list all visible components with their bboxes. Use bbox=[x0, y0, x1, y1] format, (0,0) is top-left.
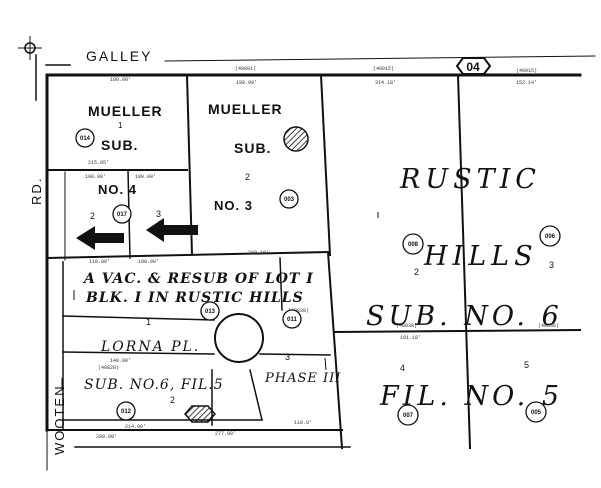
lot-number: 5 bbox=[524, 360, 529, 370]
street-wooten: WOOTEN bbox=[52, 385, 67, 456]
svg-text:(40830): (40830) bbox=[288, 308, 309, 314]
dimension-labels: 100.00' (40891) 198.99' (40915) 314.18' … bbox=[85, 66, 559, 440]
parcel-marker[interactable]: 003 bbox=[279, 189, 299, 209]
svg-text:007: 007 bbox=[403, 413, 414, 419]
left-arrow-icon bbox=[146, 218, 198, 242]
left-arrow-icon bbox=[76, 226, 124, 250]
svg-text:012: 012 bbox=[121, 409, 132, 415]
parcel-marker[interactable]: 012 bbox=[116, 401, 136, 421]
lot-number: 4 bbox=[400, 363, 405, 373]
sub6-fil5-label: SUB. NO.6, FIL.5 bbox=[84, 377, 224, 393]
svg-text:215.05': 215.05' bbox=[88, 160, 109, 166]
lot-number: 2 bbox=[170, 395, 175, 405]
parcel-marker[interactable]: 007 bbox=[397, 404, 419, 426]
parcel-markers: 014 017 003 013 011 012 006 007 bbox=[75, 128, 561, 426]
mueller-sub1-sub: SUB. bbox=[101, 137, 138, 153]
mueller-sub1-number: 1 bbox=[118, 121, 123, 130]
svg-text:100.00': 100.00' bbox=[135, 174, 156, 180]
svg-text:(40838): (40838) bbox=[396, 323, 417, 329]
svg-text:100.00': 100.00' bbox=[85, 174, 106, 180]
vac-resub-line2: BLK. I IN RUSTIC HILLS bbox=[85, 290, 304, 306]
lot-number: 3 bbox=[285, 352, 290, 362]
svg-text:008: 008 bbox=[408, 242, 419, 248]
mueller-sub1-name: MUELLER bbox=[88, 103, 163, 119]
street-rd: RD. bbox=[29, 177, 44, 205]
svg-text:100.00': 100.00' bbox=[138, 259, 159, 265]
parcel-marker[interactable]: 013 bbox=[200, 301, 220, 321]
lot-lines bbox=[35, 54, 596, 471]
svg-text:181.18': 181.18' bbox=[400, 335, 421, 341]
vac-resub-line1: A VAC. & RESUB OF LOT I bbox=[82, 271, 314, 287]
svg-text:013: 013 bbox=[205, 309, 216, 315]
phase3-label: PHASE III bbox=[264, 371, 341, 386]
svg-text:200.00': 200.00' bbox=[96, 434, 117, 440]
parcel-marker[interactable]: 005 bbox=[525, 401, 547, 423]
street-lorna-pl: LORNA PL. bbox=[100, 339, 200, 355]
svg-text:(40915): (40915) bbox=[373, 66, 394, 72]
svg-text:003: 003 bbox=[284, 197, 295, 203]
svg-text:04: 04 bbox=[466, 60, 480, 74]
svg-text:152.14': 152.14' bbox=[516, 80, 537, 86]
mueller-sub2-name: MUELLER bbox=[208, 101, 283, 117]
svg-text:100.00': 100.00' bbox=[110, 77, 131, 83]
rustic-label: RUSTIC bbox=[399, 164, 541, 195]
lot-number: 2 bbox=[245, 172, 250, 182]
svg-text:(40891): (40891) bbox=[235, 66, 256, 72]
svg-text:277.00': 277.00' bbox=[215, 431, 236, 437]
hills-label: HILLS bbox=[423, 241, 538, 272]
map-sheet-badge: 04 bbox=[455, 57, 492, 75]
lot-number: 2 bbox=[414, 267, 419, 277]
parcel-marker[interactable]: 014 bbox=[75, 128, 95, 148]
mueller-sub2-sub: SUB. bbox=[234, 140, 271, 156]
lot-number: 3 bbox=[549, 260, 554, 270]
parcel-marker[interactable]: 006 bbox=[539, 225, 561, 247]
svg-text:005: 005 bbox=[531, 410, 542, 416]
svg-text:(40828): (40828) bbox=[98, 365, 119, 371]
tick-marks bbox=[61, 212, 379, 390]
svg-text:118.0': 118.0' bbox=[294, 420, 312, 426]
svg-text:006: 006 bbox=[545, 234, 556, 240]
sub-no6-label: SUB. NO. 6 bbox=[366, 301, 563, 332]
no3-label: NO. 3 bbox=[214, 198, 253, 213]
svg-text:198.99': 198.99' bbox=[236, 80, 257, 86]
no4-label: NO. 4 bbox=[98, 182, 137, 197]
lot-number: 1 bbox=[146, 317, 151, 327]
parcel-marker[interactable]: 008 bbox=[402, 233, 424, 255]
svg-text:240.10': 240.10' bbox=[248, 250, 269, 256]
svg-text:214.00': 214.00' bbox=[125, 424, 146, 430]
svg-text:148.00': 148.00' bbox=[110, 358, 131, 364]
hexagon-marker-icon bbox=[184, 405, 216, 423]
svg-text:314.18': 314.18' bbox=[375, 80, 396, 86]
parcel-marker[interactable]: 011 bbox=[282, 309, 302, 329]
svg-text:017: 017 bbox=[117, 212, 128, 218]
svg-text:011: 011 bbox=[287, 317, 297, 323]
lot-number: 3 bbox=[156, 209, 161, 219]
benchmark-crosshair-icon bbox=[18, 36, 42, 60]
street-galley: GALLEY bbox=[86, 48, 152, 64]
svg-text:014: 014 bbox=[80, 136, 91, 142]
lot-numbers: 2 3 2 1 3 2 2 3 4 5 bbox=[90, 172, 554, 405]
svg-text:(40915): (40915) bbox=[516, 68, 537, 74]
hatched-parcel-icon bbox=[283, 126, 309, 152]
svg-text:110.00': 110.00' bbox=[89, 259, 110, 265]
svg-text:(40836): (40836) bbox=[538, 323, 559, 329]
parcel-marker[interactable]: 017 bbox=[112, 204, 132, 224]
lot-number: 2 bbox=[90, 211, 95, 221]
